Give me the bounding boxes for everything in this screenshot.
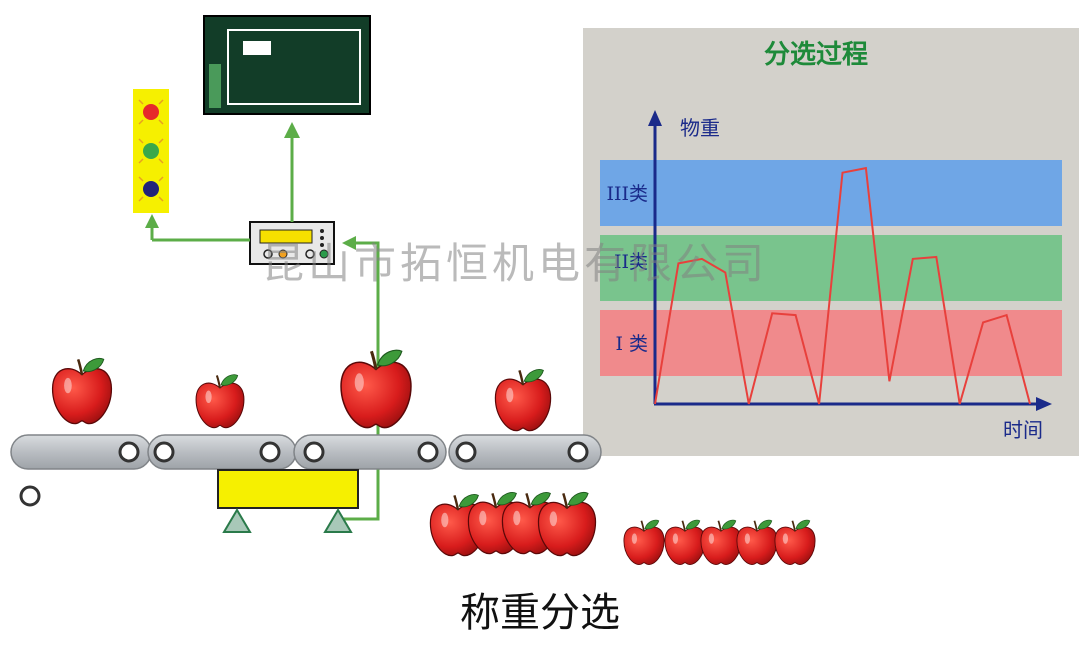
chart-title: 分选过程 [764, 40, 868, 70]
blue-light [143, 181, 159, 197]
apple [736, 519, 778, 566]
controller-inner-frame [227, 29, 361, 105]
apple [537, 491, 597, 558]
indicator-tower [133, 89, 169, 213]
light-rays [138, 99, 164, 202]
apple [339, 348, 413, 430]
main-controller [203, 15, 371, 115]
apple [194, 373, 246, 429]
sorted-large-apples [429, 491, 597, 558]
apple [700, 519, 742, 566]
apple [51, 356, 113, 426]
rollers [19, 441, 589, 507]
apple [622, 519, 666, 566]
apple [773, 519, 817, 566]
weighing-indicator [249, 221, 335, 265]
controller-screen [243, 41, 271, 55]
y-axis-arrow [648, 110, 662, 126]
indicator-screen [259, 229, 313, 244]
red-light [143, 104, 159, 120]
apple [494, 368, 552, 432]
belt-4 [448, 434, 602, 470]
caption: 称重分选 [460, 590, 620, 636]
category-bands [600, 160, 1062, 376]
apple [664, 519, 706, 566]
category-labels: III类 II类 I 类 [606, 183, 648, 355]
weight-line [654, 166, 1031, 405]
label-iii: III类 [606, 183, 648, 205]
controller-body [203, 15, 371, 115]
belt-3 [293, 434, 447, 470]
scale-foot-left [222, 508, 252, 533]
x-axis-arrow [1036, 397, 1052, 411]
chart-panel: 分选过程 III类 II类 I 类 物重 时间 [583, 28, 1079, 456]
green-light [143, 143, 159, 159]
conveyor [10, 434, 602, 507]
label-ii: II类 [614, 251, 648, 273]
scale-foot-right [323, 508, 353, 533]
sorted-small-apples [622, 519, 817, 566]
x-axis-label: 时间 [1003, 418, 1043, 442]
scale-body [217, 469, 359, 509]
controller-side-panel [209, 64, 221, 108]
y-axis-label: 物重 [680, 116, 720, 140]
wire-arrows [145, 122, 356, 250]
label-i: I 类 [615, 333, 648, 355]
scale-platform [217, 469, 359, 533]
watermark-text: 昆山市拓恒机电有限公司 [262, 239, 768, 288]
band-iii [600, 160, 1062, 226]
apples-on-belt [51, 348, 552, 432]
